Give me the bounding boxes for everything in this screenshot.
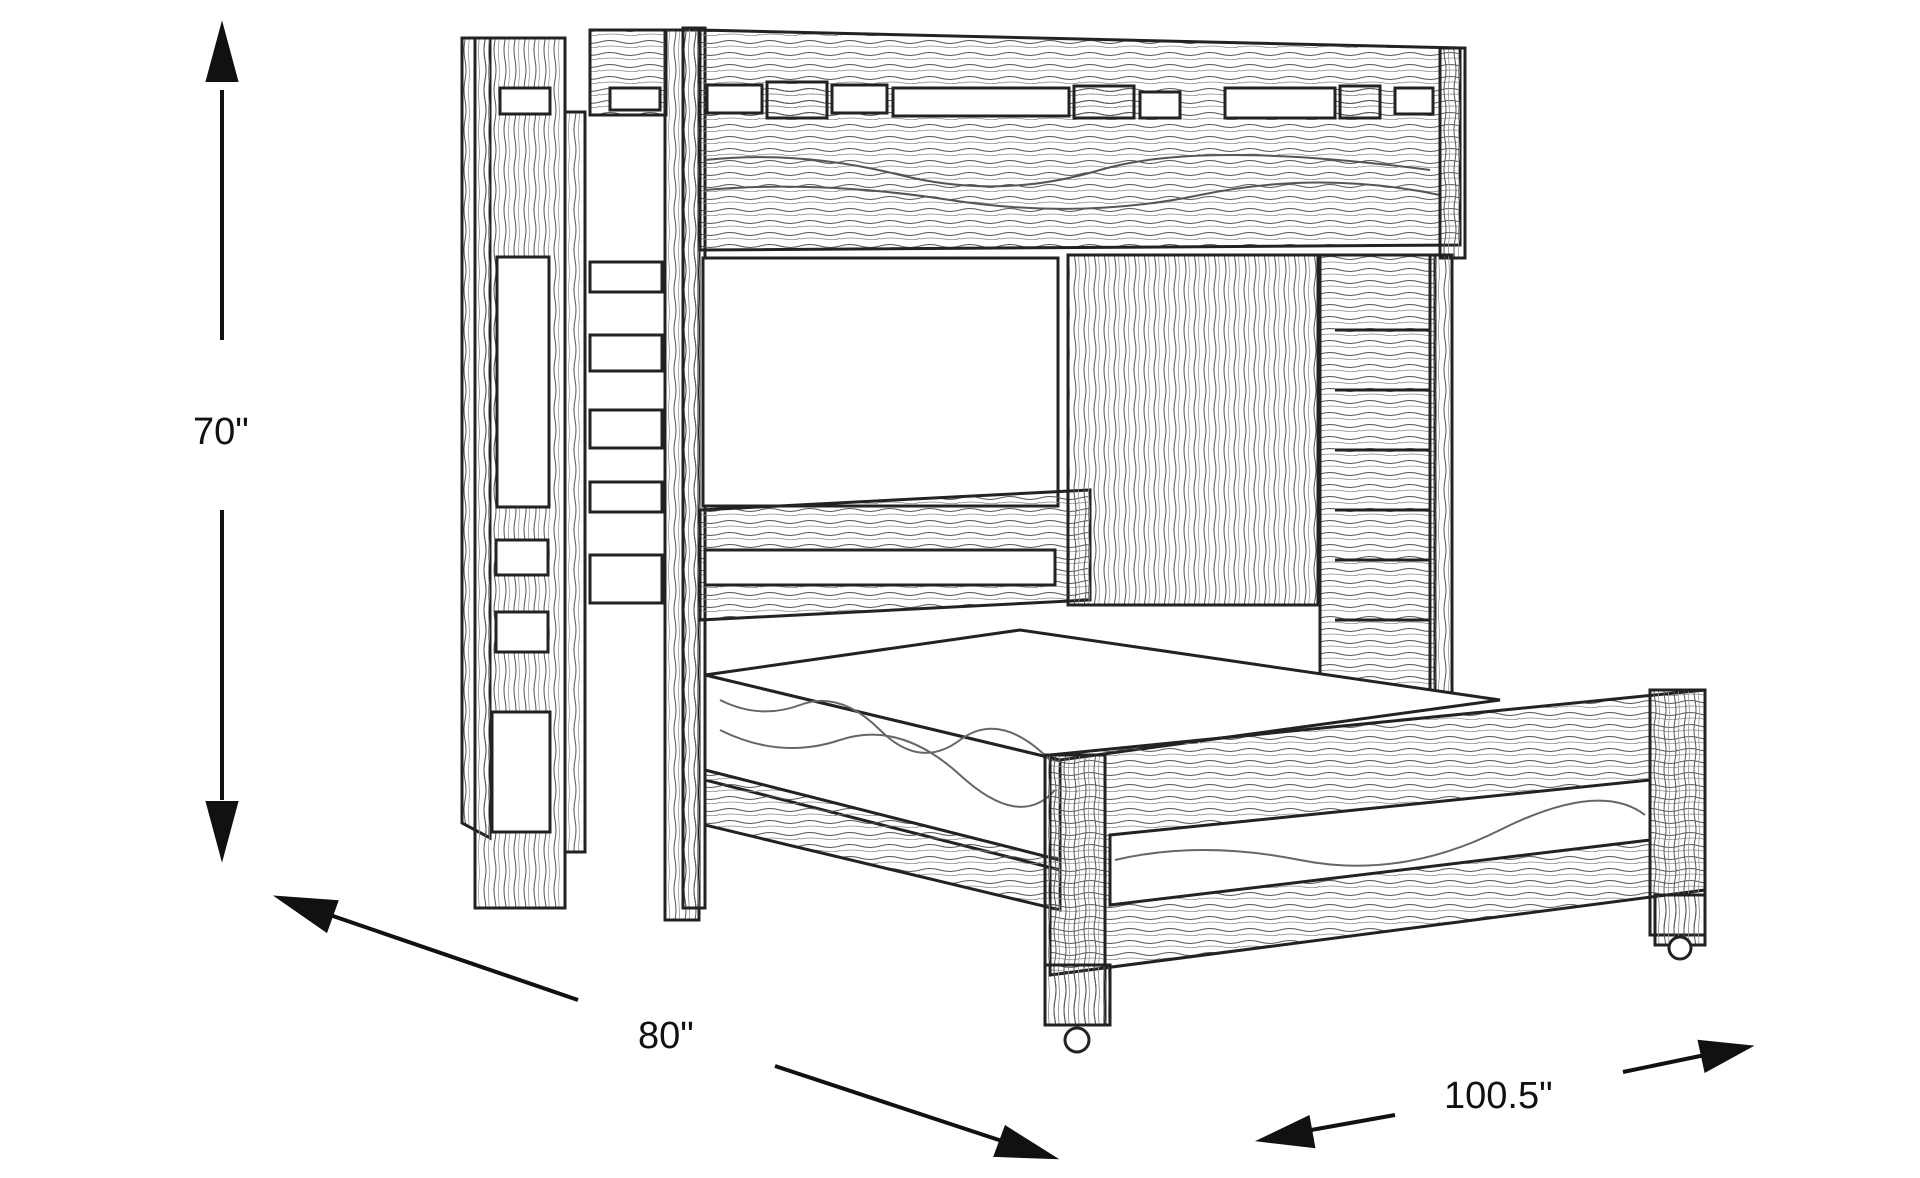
upper-bunk: [698, 28, 1467, 260]
width-arrow: [1254, 1039, 1755, 1149]
lower-bed: [703, 628, 1707, 1054]
loft-frame: [460, 26, 707, 922]
height-arrow: [205, 20, 239, 863]
width-label: 100.5": [1444, 1075, 1553, 1117]
height-label: 70": [193, 411, 249, 453]
back-panel: [698, 253, 1454, 697]
depth-label: 80": [638, 1015, 694, 1057]
depth-arrow: [272, 895, 1060, 1160]
